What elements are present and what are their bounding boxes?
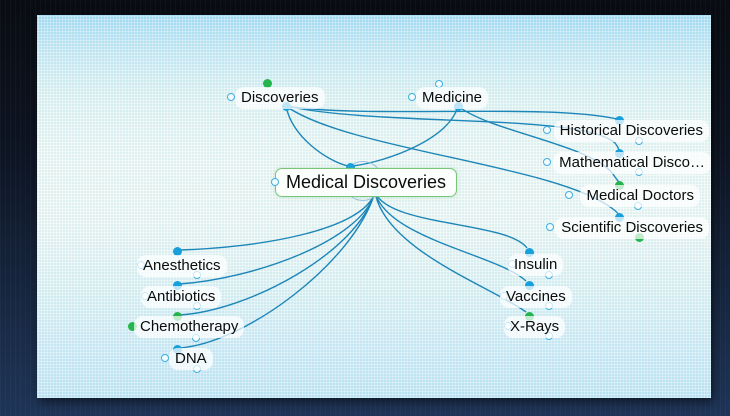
edge-discoveries-historical[interactable] — [285, 105, 618, 120]
node-insulin[interactable]: Insulin — [508, 254, 564, 276]
medicine-jump-gate-icon[interactable] — [408, 93, 416, 101]
node-dna[interactable]: DNA — [169, 348, 213, 370]
edge-active-anesthetics[interactable] — [178, 191, 376, 251]
edge-active-insulin[interactable] — [374, 191, 528, 249]
insulin-parent-gate-icon[interactable] — [525, 248, 534, 257]
active-parent-gate-icon[interactable] — [346, 163, 355, 172]
node-antibiotics[interactable]: Antibiotics — [141, 286, 222, 308]
node-medicine[interactable]: Medicine — [416, 87, 489, 109]
node-scientific-discoveries[interactable]: Scientific Discoveries — [555, 217, 709, 239]
dna-jump-gate-icon[interactable] — [161, 354, 169, 362]
node-discoveries[interactable]: Discoveries — [235, 87, 325, 109]
node-medical-doctors[interactable]: Medical Doctors — [580, 185, 700, 207]
scientific-jump-gate-icon[interactable] — [546, 223, 554, 231]
anesthetics-parent-gate-icon[interactable] — [173, 247, 182, 256]
medical-doctors-jump-gate-icon[interactable] — [565, 191, 573, 199]
mathematical-jump-gate-icon[interactable] — [543, 158, 551, 166]
node-xrays[interactable]: X-Rays — [504, 316, 566, 338]
node-mathematical-discoveries[interactable]: Mathematical Disco… — [553, 152, 711, 174]
edge-discoveries-scientific[interactable] — [285, 105, 620, 217]
historical-jump-gate-icon[interactable] — [543, 126, 551, 134]
node-vaccines[interactable]: Vaccines — [500, 286, 572, 308]
edge-active-antibiotics[interactable] — [178, 191, 376, 285]
node-medical-discoveries-active[interactable]: Medical Discoveries — [275, 168, 458, 197]
chemotherapy-jump-dot-icon[interactable] — [128, 322, 137, 331]
edge-discoveries-active[interactable] — [285, 105, 349, 167]
edge-active-chemotherapy[interactable] — [178, 191, 376, 316]
node-chemotherapy[interactable]: Chemotherapy — [134, 316, 245, 338]
edge-medicine-active[interactable] — [352, 105, 459, 167]
link-curves — [178, 105, 620, 349]
discoveries-jump-gate-icon[interactable] — [227, 93, 235, 101]
antibiotics-parent-gate-icon[interactable] — [173, 281, 182, 290]
plex-canvas[interactable]: Discoveries Medicine Historical Discover… — [37, 15, 711, 398]
node-historical-discoveries[interactable]: Historical Discoveries — [553, 120, 709, 142]
vaccines-parent-gate-icon[interactable] — [525, 281, 534, 290]
edge-active-dna[interactable] — [178, 191, 376, 349]
discoveries-parent-dot-icon[interactable] — [263, 79, 272, 88]
edge-active-vaccines[interactable] — [374, 191, 527, 282]
active-jump-gate-icon[interactable] — [271, 178, 279, 186]
node-anesthetics[interactable]: Anesthetics — [137, 255, 227, 277]
